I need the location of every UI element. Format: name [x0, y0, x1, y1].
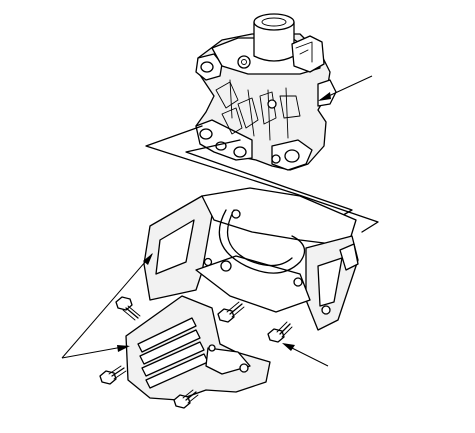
bracket-right-slot — [317, 257, 343, 307]
housing-ribs — [215, 81, 277, 135]
shield-fin-3 — [141, 341, 205, 377]
callout-arrow-bolt — [282, 343, 295, 351]
flange-boss — [237, 55, 251, 69]
mounting-bracket — [143, 187, 359, 331]
mount-hole-4 — [284, 149, 300, 163]
actuator-outlet — [317, 79, 337, 107]
bolt-2 — [217, 301, 245, 323]
bracket-stud-3 — [220, 260, 232, 272]
actuator-ear-hole — [200, 61, 214, 73]
alignment-guides — [145, 125, 379, 233]
shield-stud — [239, 363, 249, 373]
shield-side-tab — [205, 347, 251, 375]
bracket-stud-2 — [203, 257, 213, 267]
motor-cap — [253, 13, 295, 31]
callout-leader-shield — [61, 345, 129, 359]
callout-leader-bracket — [61, 253, 153, 359]
mount-hole-5 — [271, 154, 281, 164]
bolt-3 — [267, 321, 293, 343]
alignment-path-inner — [185, 139, 353, 219]
alignment-path-outer — [145, 125, 379, 233]
shield-fin-1 — [137, 317, 197, 353]
mount-hole-3 — [233, 146, 247, 158]
bracket-stud-1 — [231, 209, 241, 219]
lower-shield — [125, 295, 271, 401]
mount-hole-1 — [199, 128, 213, 140]
bracket-stud-4 — [293, 277, 303, 287]
actuator-connector — [291, 35, 325, 73]
bracket-upper-deck — [201, 187, 357, 247]
callout-arrow-bracket — [143, 253, 153, 265]
bracket-harness-loop — [218, 209, 306, 274]
bracket-end-tab — [339, 243, 359, 271]
bolt-5 — [173, 389, 199, 409]
callouts — [61, 75, 373, 367]
actuator-assembly — [195, 13, 337, 171]
callout-arrow-shield — [117, 345, 130, 352]
bracket-left-cutout — [155, 219, 195, 275]
callout-arrow-actuator — [318, 92, 331, 101]
shield-fin-2 — [139, 329, 201, 365]
bolt-1 — [115, 296, 141, 321]
bracket-floor — [195, 255, 311, 313]
bolt-4 — [99, 365, 127, 385]
bracket-stud-5 — [321, 305, 331, 315]
